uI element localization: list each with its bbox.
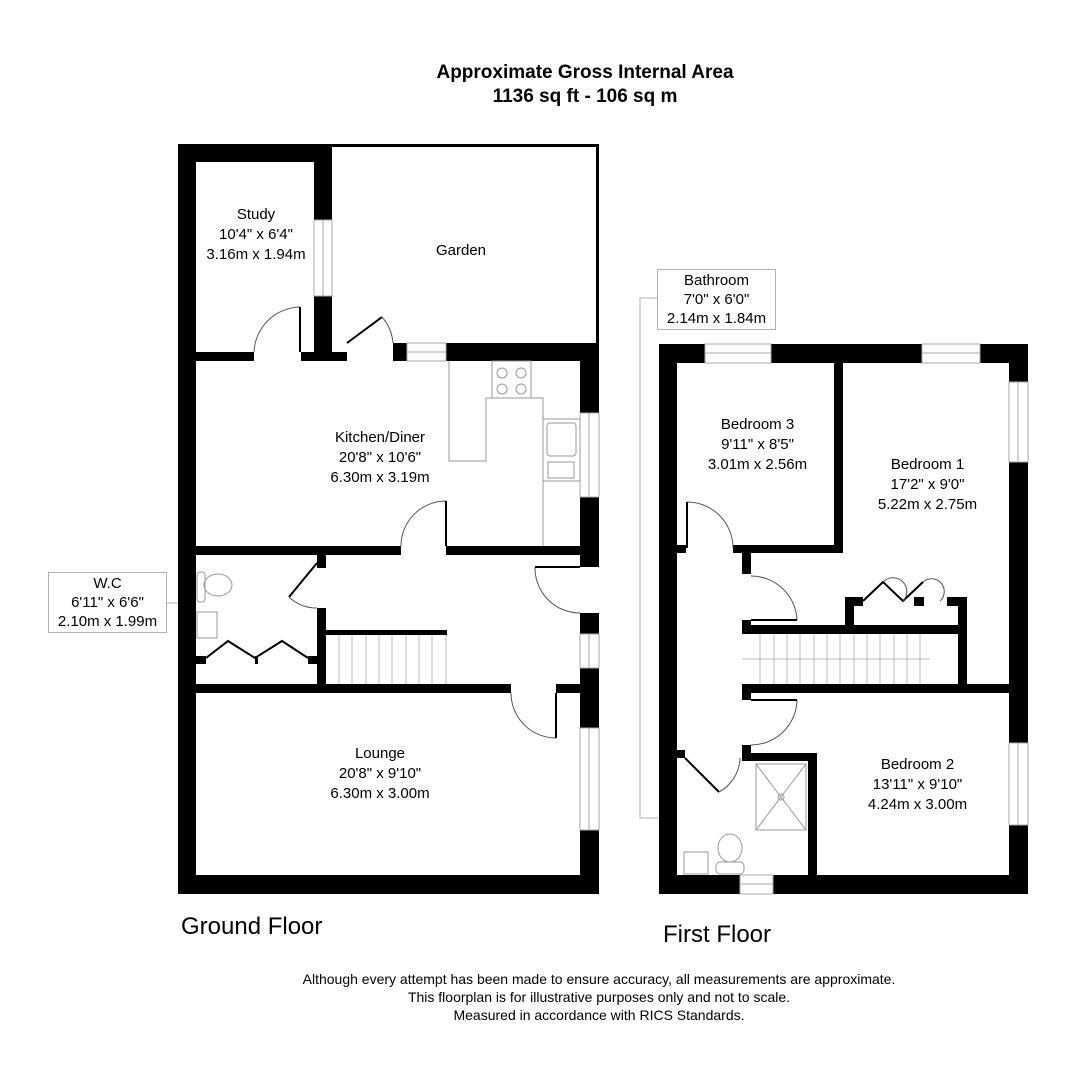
room-label-lounge: Lounge 20'8" x 9'10" 6.30m x 3.00m — [300, 744, 460, 804]
room-name: W.C — [93, 575, 122, 592]
disclaimer: Although every attempt has been made to … — [0, 970, 1078, 1024]
room-metric: 5.22m x 2.75m — [877, 496, 978, 513]
area-heading: Approximate Gross Internal Area 1136 sq … — [0, 61, 1078, 109]
room-label-study: Study 10'4" x 6'4" 3.16m x 1.94m — [195, 205, 317, 265]
first-floor-fixtures — [683, 634, 930, 875]
room-label-garden: Garden — [400, 241, 522, 261]
room-metric: 6.30m x 3.00m — [330, 785, 430, 802]
room-metric: 3.01m x 2.56m — [707, 456, 808, 473]
room-imperial: 13'11" x 9'10" — [872, 776, 963, 793]
room-name: Lounge — [354, 745, 406, 762]
room-label-bedroom3: Bedroom 3 9'11" x 8'5" 3.01m x 2.56m — [690, 415, 825, 475]
room-name: Bedroom 1 — [890, 456, 965, 473]
room-label-kitchen: Kitchen/Diner 20'8" x 10'6" 6.30m x 3.19… — [300, 428, 460, 488]
room-imperial: 9'11" x 8'5" — [721, 436, 794, 453]
ground-floor-label: Ground Floor — [181, 913, 323, 940]
area-value: 1136 sq ft - 106 sq m — [492, 86, 678, 107]
ground-floor-windows — [313, 219, 600, 831]
room-name: Study — [236, 206, 276, 223]
room-metric: 2.14m x 1.84m — [666, 310, 767, 327]
first-floor-windows — [704, 343, 1029, 895]
room-metric: 3.16m x 1.94m — [206, 246, 306, 263]
ground-floor-walls — [178, 144, 599, 894]
bathroom-leader-line — [639, 297, 659, 819]
first-floor-walls — [659, 344, 1028, 894]
room-metric: 4.24m x 3.00m — [867, 796, 968, 813]
disclaimer-line-2: This floorplan is for illustrative purpo… — [407, 989, 791, 1005]
room-imperial: 17'2" x 9'0" — [890, 476, 965, 493]
room-imperial: 10'4" x 6'4" — [219, 226, 293, 243]
room-name: Garden — [435, 242, 487, 259]
room-name: Bathroom — [683, 272, 750, 289]
first-floor-label: First Floor — [663, 921, 771, 948]
room-label-wc: W.C 6'11" x 6'6" 2.10m x 1.99m — [48, 572, 167, 633]
room-imperial: 6'11" x 6'6" — [71, 594, 144, 611]
disclaimer-line-1: Although every attempt has been made to … — [302, 971, 896, 987]
room-name: Bedroom 2 — [880, 756, 955, 773]
area-title: Approximate Gross Internal Area — [436, 62, 734, 83]
room-label-bedroom1: Bedroom 1 17'2" x 9'0" 5.22m x 2.75m — [860, 455, 995, 515]
ground-floor-fixtures — [196, 360, 581, 684]
first-floor-doors — [684, 501, 945, 793]
ground-floor-doors — [205, 306, 581, 739]
room-imperial: 7'0" x 6'0" — [683, 291, 750, 308]
room-imperial: 20'8" x 10'6" — [338, 449, 422, 466]
room-label-bedroom2: Bedroom 2 13'11" x 9'10" 4.24m x 3.00m — [850, 755, 985, 815]
room-label-bathroom: Bathroom 7'0" x 6'0" 2.14m x 1.84m — [657, 269, 776, 330]
room-metric: 6.30m x 3.19m — [330, 469, 430, 486]
room-name: Bedroom 3 — [720, 416, 795, 433]
room-imperial: 20'8" x 9'10" — [338, 765, 422, 782]
room-metric: 2.10m x 1.99m — [57, 613, 158, 630]
room-name: Kitchen/Diner — [334, 429, 426, 446]
disclaimer-line-3: Measured in accordance with RICS Standar… — [453, 1007, 745, 1023]
